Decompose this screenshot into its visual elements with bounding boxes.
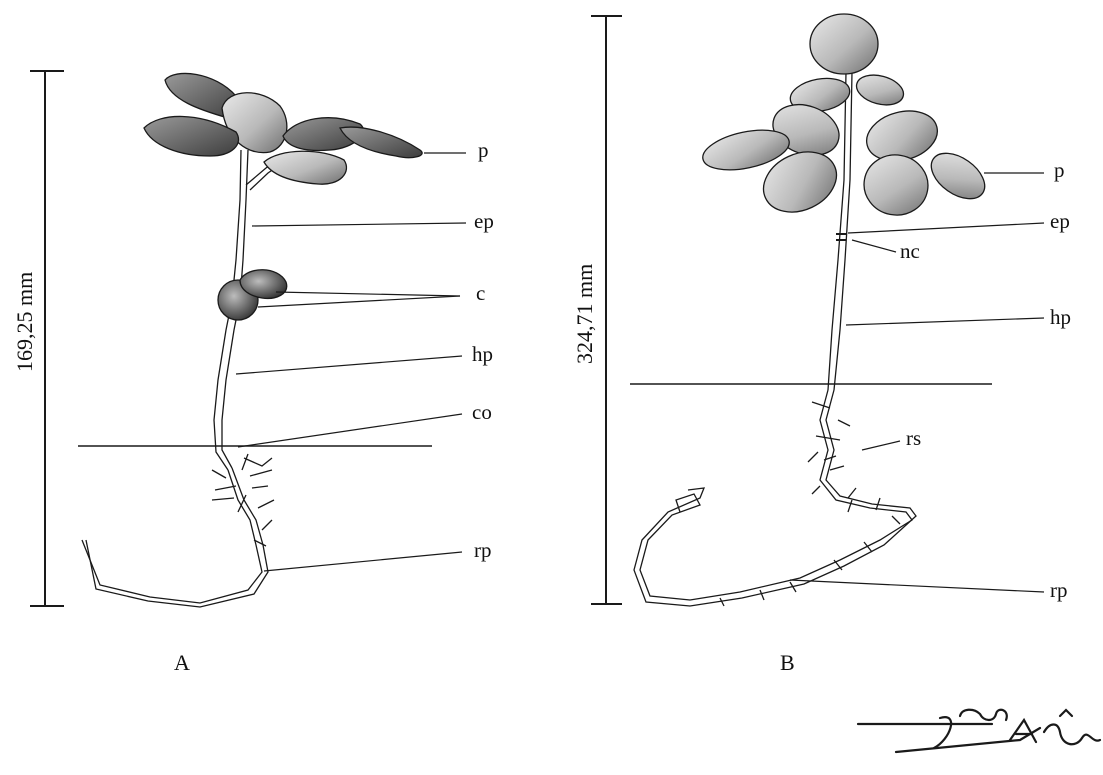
signature-mark (858, 710, 1100, 752)
panel-b-label-rs: rs (906, 428, 921, 449)
panel-b-leaves (699, 14, 993, 223)
panel-a-label-ep: ep (474, 211, 494, 232)
panel-b-label-p: p (1054, 160, 1065, 181)
panel-a-leaves (144, 73, 422, 184)
panel-a-leader-lines (236, 153, 466, 571)
panel-a-cotyledons (218, 270, 287, 320)
panel-a-scale-label: 169,25 mm (14, 272, 36, 372)
panel-b-label-ep: ep (1050, 211, 1070, 232)
panel-a-label-co: co (472, 402, 492, 423)
panel-a-label-rp: rp (474, 540, 492, 561)
panel-a-label-p: p (478, 140, 489, 161)
panel-b-label-hp: hp (1050, 307, 1071, 328)
panel-b-letter: B (780, 652, 795, 674)
panel-a-label-hp: hp (472, 344, 493, 365)
panel-b-label-rp: rp (1050, 580, 1068, 601)
panel-a-label-c: c (476, 283, 485, 304)
panel-a-roots (82, 454, 274, 607)
panel-b-scale-label: 324,71 mm (574, 264, 596, 364)
panel-b-roots (634, 390, 916, 606)
panel-b-label-nc: nc (900, 241, 920, 262)
panel-a-letter: A (174, 652, 190, 674)
